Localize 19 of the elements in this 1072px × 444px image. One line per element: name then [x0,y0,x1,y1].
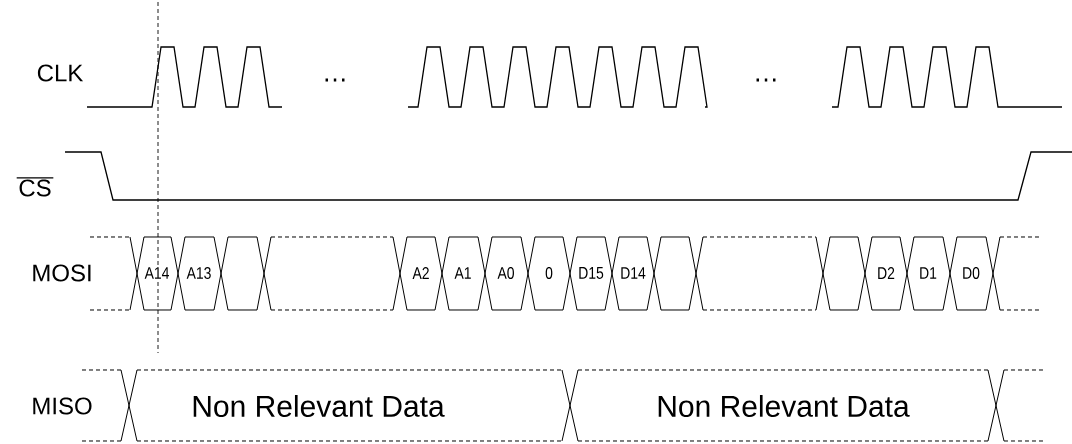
bit-label: D14 [620,267,646,279]
data-label: Non Relevant Data [191,394,445,417]
signal-name: MOSI [31,264,93,282]
bit-label: A1 [454,267,472,279]
bit-label: D15 [578,267,604,279]
bit-label: D2 [877,267,895,279]
data-label: Non Relevant Data [656,394,910,417]
bit-label: A0 [497,266,515,279]
ellipsis: … [753,78,779,82]
signal-name: MISO [31,397,93,415]
bit-label: A2 [412,267,430,279]
bit-label: A14 [144,267,170,279]
ellipsis: … [322,78,348,82]
bit-label: 0 [545,266,553,279]
bit-label: D0 [962,266,980,279]
signal-name: CS [16,177,54,197]
signal-name: CLK [36,64,84,82]
bit-label: D1 [919,267,937,279]
bit-label: A13 [186,266,212,279]
